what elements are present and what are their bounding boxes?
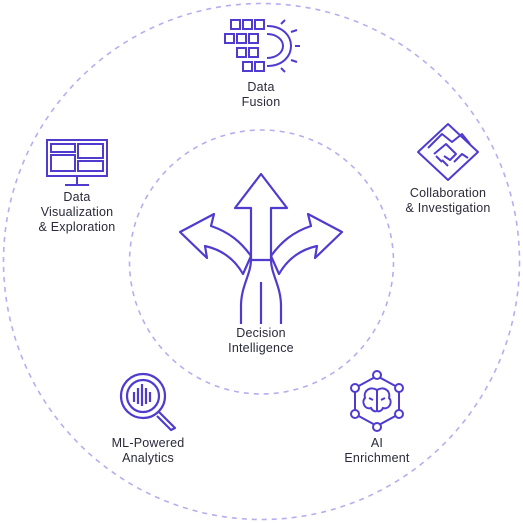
center-decision-intelligence <box>171 170 351 325</box>
ai-enrichment-label: AI Enrichment <box>344 436 409 466</box>
ml-analytics-label: ML-Powered Analytics <box>112 436 185 466</box>
node-data-visualization: Data Visualization & Exploration <box>22 138 132 235</box>
center-label-line1: Decision <box>236 326 286 340</box>
split-arrows-icon <box>171 170 351 325</box>
ai-enrichment-label-line1: AI <box>370 436 384 450</box>
visualization-label-line3: & Exploration <box>38 220 116 234</box>
collaboration-label: Collaboration & Investigation <box>406 186 491 216</box>
collaboration-label-line2: & Investigation <box>405 201 491 215</box>
ml-analytics-label-line2: Analytics <box>122 451 174 465</box>
magnifier-chart-icon <box>117 370 179 432</box>
visualization-label-line2: Visualization <box>40 205 114 219</box>
data-fusion-label-line2: Fusion <box>241 95 281 109</box>
ai-enrichment-label-line2: Enrichment <box>344 451 410 465</box>
inner-dashed-ring <box>128 129 395 395</box>
brain-network-icon <box>347 370 407 432</box>
visualization-label: Data Visualization & Exploration <box>39 190 116 235</box>
data-fusion-label-line1: Data <box>247 80 275 94</box>
center-label-line2: Intelligence <box>228 341 294 355</box>
data-gear-icon <box>221 18 301 74</box>
node-data-fusion: Data Fusion <box>206 18 316 110</box>
node-ml-analytics: ML-Powered Analytics <box>93 370 203 466</box>
center-label: Decision Intelligence <box>191 326 331 356</box>
collaboration-label-line1: Collaboration <box>409 186 487 200</box>
ml-analytics-label-line1: ML-Powered <box>111 436 185 450</box>
data-fusion-label: Data Fusion <box>242 80 281 110</box>
node-ai-enrichment: AI Enrichment <box>322 370 432 466</box>
visualization-label-line1: Data <box>63 190 91 204</box>
monitor-dashboard-icon <box>45 138 109 188</box>
node-collaboration: Collaboration & Investigation <box>388 122 508 216</box>
handshake-icon <box>416 122 480 182</box>
